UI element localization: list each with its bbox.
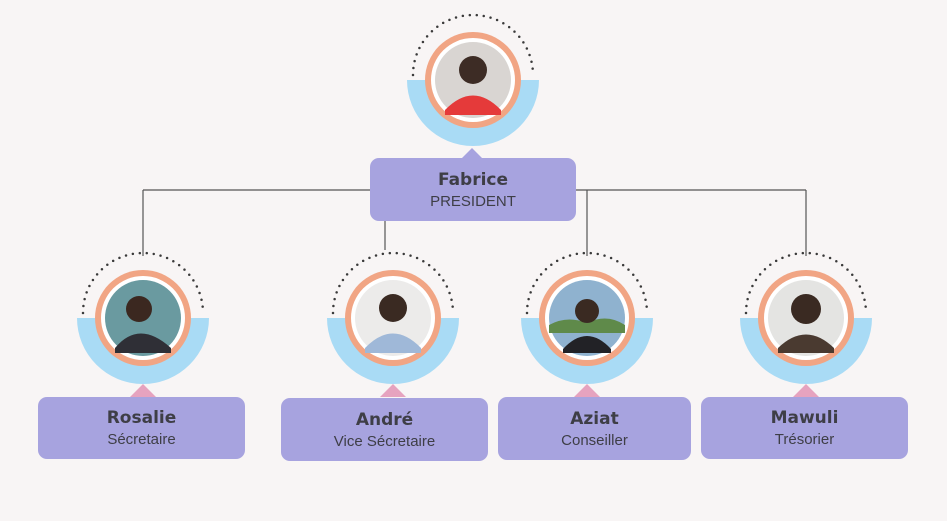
person-head-icon xyxy=(126,296,152,322)
decorative-arc xyxy=(327,318,459,384)
decorative-arc xyxy=(521,318,653,384)
member-name: Mawuli xyxy=(770,408,839,428)
person-head-icon xyxy=(575,299,599,323)
member-card-mawuli: Mawuli Trésorier xyxy=(701,397,908,459)
member-role: Trésorier xyxy=(774,431,835,448)
dotted-arc xyxy=(81,251,205,315)
member-avatar-mawuli xyxy=(740,251,872,384)
member-card-aziat: Aziat Conseiller xyxy=(498,397,691,460)
person-shoulders-icon xyxy=(563,336,611,353)
member-card-pointer xyxy=(574,384,600,397)
decorative-arc xyxy=(77,318,209,384)
person-head-icon xyxy=(459,56,487,84)
decorative-arc xyxy=(407,80,539,146)
member-role: Sécretaire xyxy=(107,431,176,448)
member-card-andre: André Vice Sécretaire xyxy=(281,398,488,461)
decorative-arc xyxy=(740,318,872,384)
member-name: Aziat xyxy=(570,409,619,429)
president-role: PRESIDENT xyxy=(430,193,516,210)
member-role: Vice Sécretaire xyxy=(333,433,436,450)
member-avatar-aziat xyxy=(521,251,653,384)
person-shoulders-icon xyxy=(115,333,171,353)
president-card-pointer xyxy=(461,148,483,159)
member-avatar-andre xyxy=(327,251,459,384)
dotted-arc xyxy=(525,251,649,315)
person-shoulders-icon xyxy=(445,95,501,115)
person-shoulders-icon xyxy=(365,333,421,353)
member-name: Rosalie xyxy=(106,408,177,428)
president-card: Fabrice PRESIDENT xyxy=(370,158,576,221)
member-role: Conseiller xyxy=(561,432,628,449)
member-card-rosalie: Rosalie Sécretaire xyxy=(38,397,245,459)
dotted-arc xyxy=(331,251,455,315)
member-card-pointer xyxy=(380,384,406,397)
member-card-pointer xyxy=(793,384,819,397)
president-name: Fabrice xyxy=(437,170,509,190)
landscape-icon xyxy=(549,318,625,333)
member-avatar-rosalie xyxy=(77,251,209,384)
person-shoulders-icon xyxy=(778,334,834,353)
president-avatar xyxy=(407,13,539,146)
member-card-pointer xyxy=(130,384,156,397)
dotted-arc xyxy=(744,251,868,315)
member-name: André xyxy=(355,410,414,430)
person-head-icon xyxy=(791,294,821,324)
person-head-icon xyxy=(379,294,407,322)
dotted-arc xyxy=(411,13,535,77)
